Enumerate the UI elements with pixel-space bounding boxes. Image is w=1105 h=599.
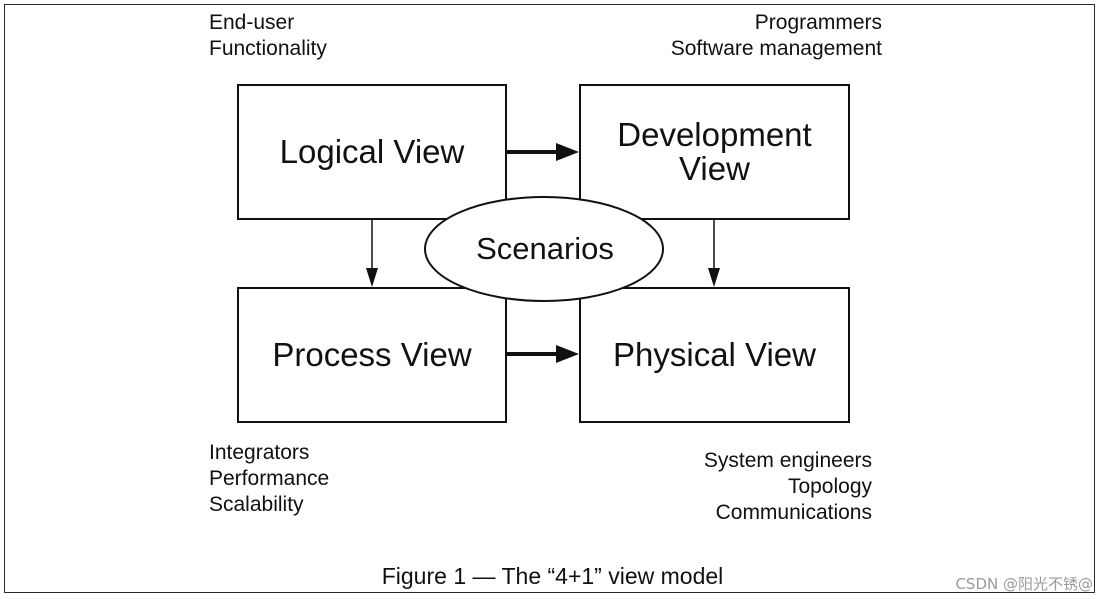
arrow-logical-to-process	[366, 220, 378, 287]
development-view-box: Development View	[579, 84, 850, 220]
process-view-label: Process View	[272, 336, 472, 373]
stakeholder-label: Topology	[787, 475, 872, 498]
development-view-label: Development View	[617, 116, 812, 187]
stakeholder-label: Integrators	[209, 441, 310, 464]
stakeholder-label: Performance	[209, 467, 330, 490]
process-view-box: Process View	[237, 287, 507, 423]
development-stakeholders: Programmers Software management	[640, 10, 882, 62]
process-stakeholders: Integrators Performance Scalability	[209, 440, 329, 518]
physical-view-box: Physical View	[579, 287, 850, 423]
physical-stakeholders: System engineers Topology Communications	[660, 448, 872, 526]
arrow-logical-to-development	[507, 143, 579, 161]
logical-view-box: Logical View	[237, 84, 507, 220]
physical-view-label: Physical View	[613, 336, 816, 373]
logical-view-label: Logical View	[279, 133, 465, 170]
arrow-process-to-physical	[507, 345, 579, 363]
arrow-development-to-physical	[708, 220, 720, 287]
logical-stakeholders: End-user Functionality	[209, 10, 327, 62]
figure-caption: Figure 1 — The “4+1” view model	[381, 563, 724, 589]
stakeholder-label: System engineers	[703, 449, 872, 472]
watermark: CSDN @阳光不锈@	[955, 575, 1093, 593]
scenarios-label: Scenarios	[476, 231, 614, 266]
stakeholder-label: Software management	[670, 37, 882, 60]
stakeholder-label: End-user	[209, 11, 295, 34]
stakeholder-label: Programmers	[754, 11, 882, 34]
scenarios-ellipse	[424, 196, 664, 302]
stakeholder-label: Functionality	[209, 37, 327, 60]
stakeholder-label: Communications	[715, 501, 872, 524]
stakeholder-label: Scalability	[209, 493, 304, 516]
